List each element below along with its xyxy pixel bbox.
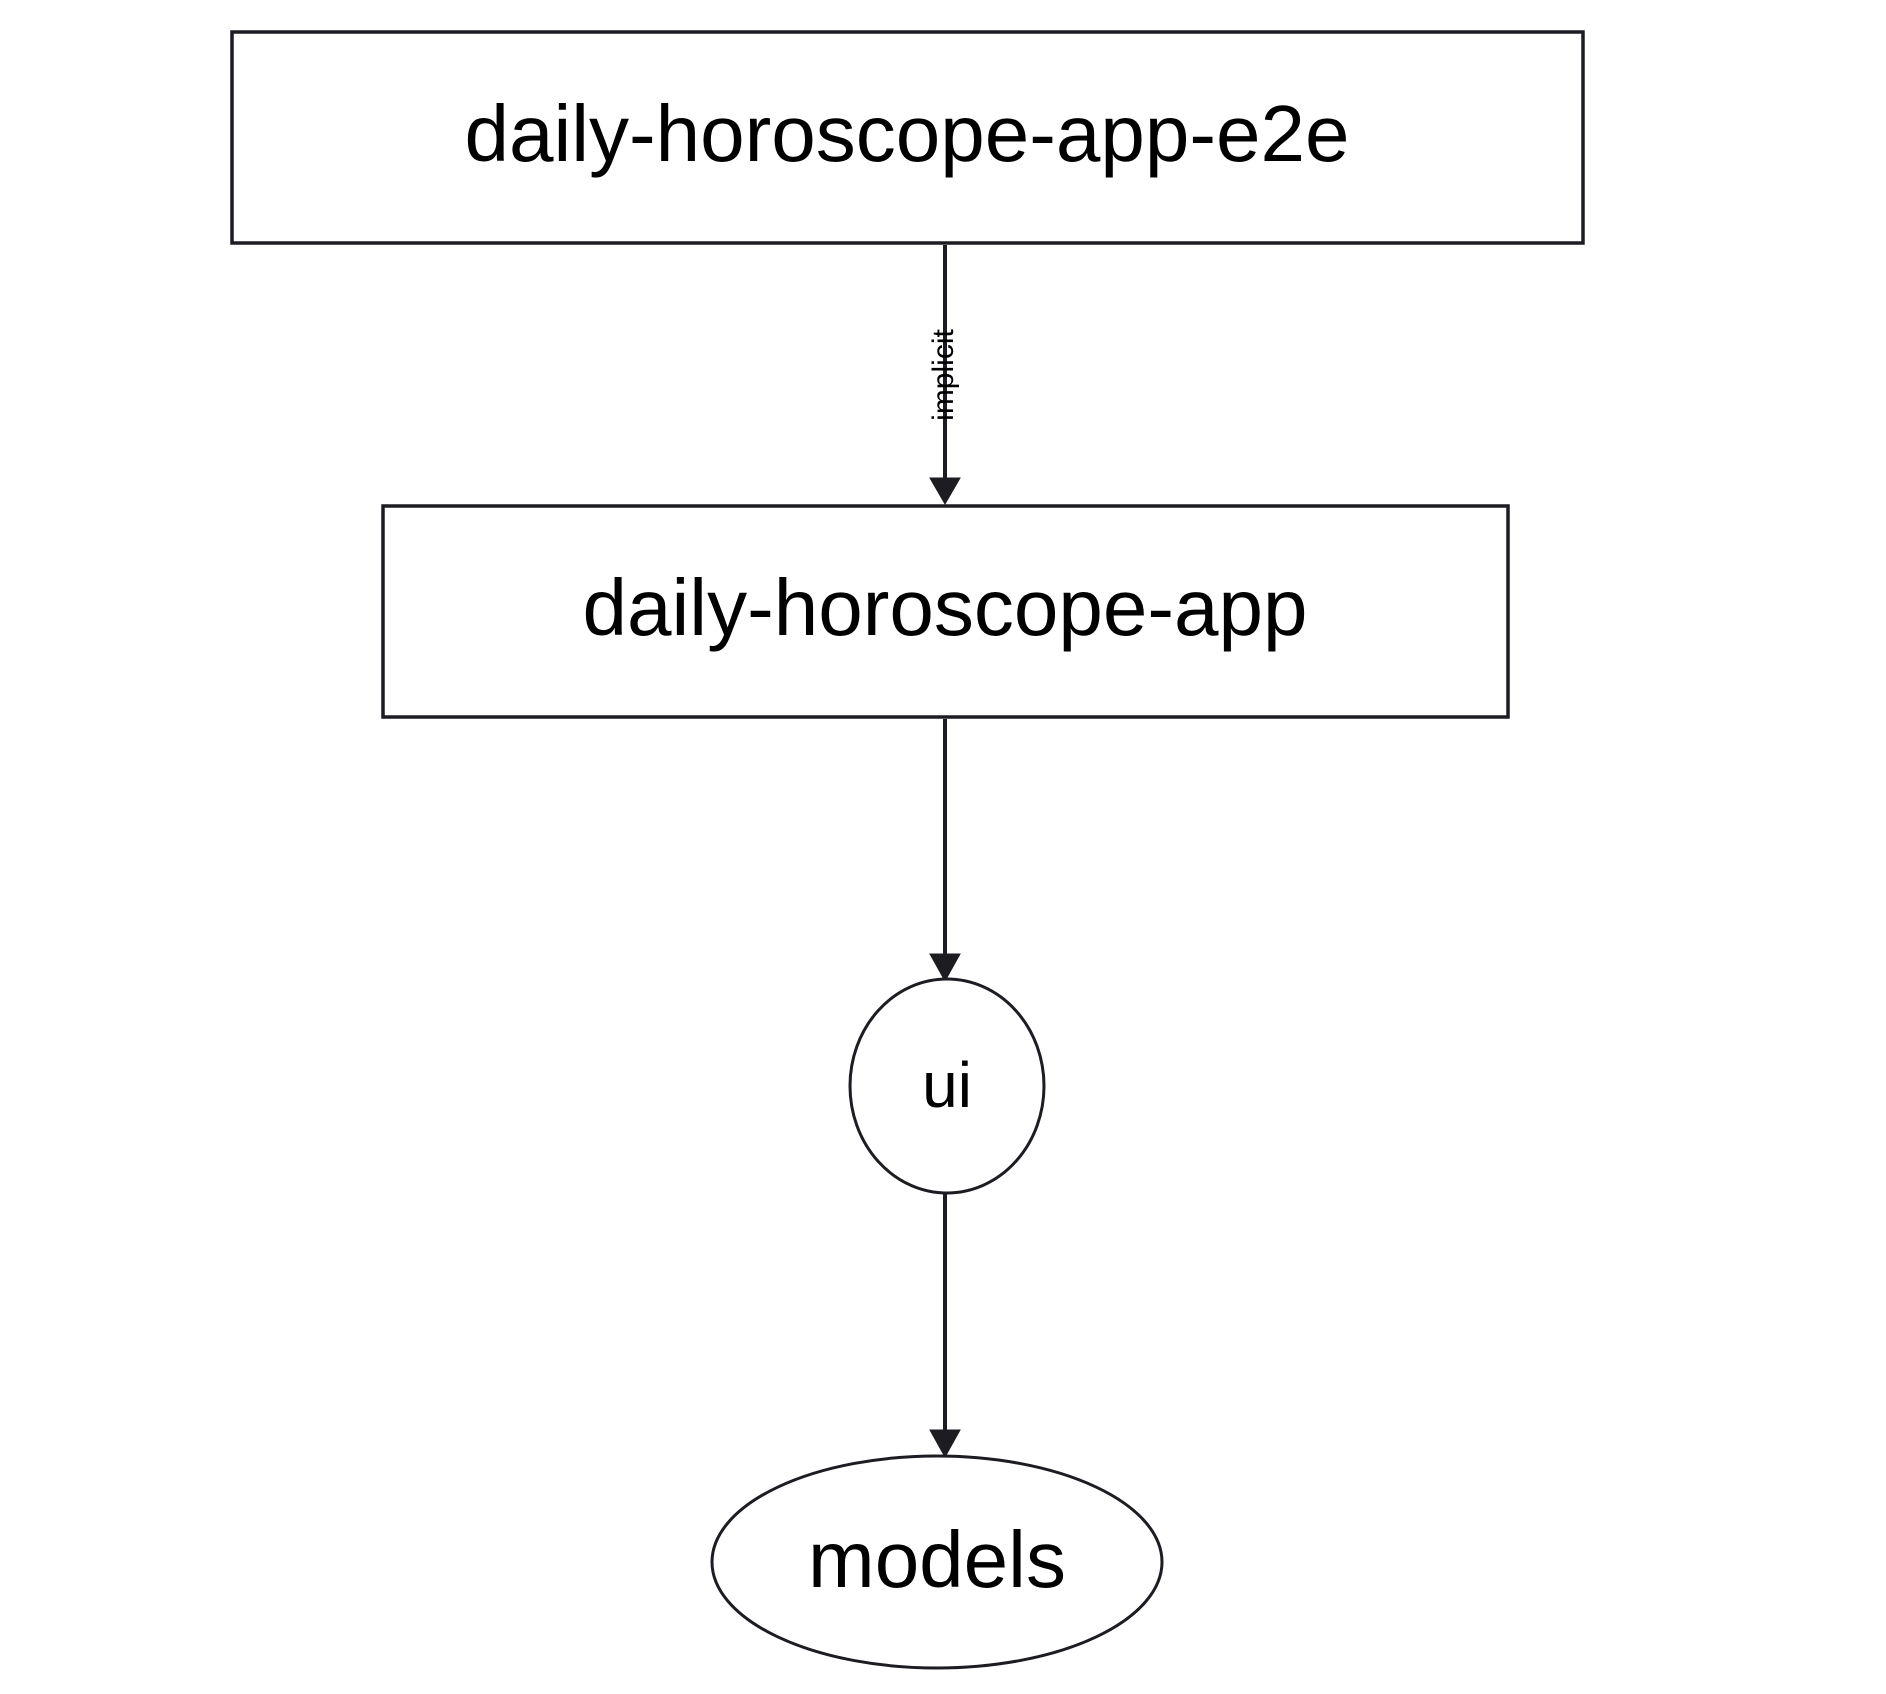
node-shape-ellipse [710, 1454, 1164, 1670]
node-shape-rectangle [230, 30, 1585, 245]
node-daily-horoscope-app[interactable]: daily-horoscope-app [381, 504, 1510, 719]
node-daily-horoscope-app-e2e[interactable]: daily-horoscope-app-e2e [230, 30, 1585, 245]
node-label: daily-horoscope-app-e2e [465, 89, 1350, 178]
edge-app-to-ui[interactable] [929, 719, 961, 983]
edge-ui-to-models[interactable] [929, 1194, 961, 1459]
arrowhead-icon [929, 1429, 961, 1459]
node-ui[interactable]: ui [848, 977, 1046, 1195]
node-label: models [808, 1515, 1066, 1604]
arrowhead-icon [929, 477, 961, 506]
node-label: ui [922, 1049, 972, 1121]
edge-label-implicit: implicit [927, 329, 960, 421]
node-models[interactable]: models [710, 1454, 1164, 1670]
arrowhead-icon [929, 953, 961, 983]
node-shape-ellipse [848, 977, 1046, 1195]
node-shape-rectangle [381, 504, 1510, 719]
edge-e2e-to-app[interactable]: implicit [927, 245, 961, 506]
node-label: daily-horoscope-app [583, 563, 1308, 652]
